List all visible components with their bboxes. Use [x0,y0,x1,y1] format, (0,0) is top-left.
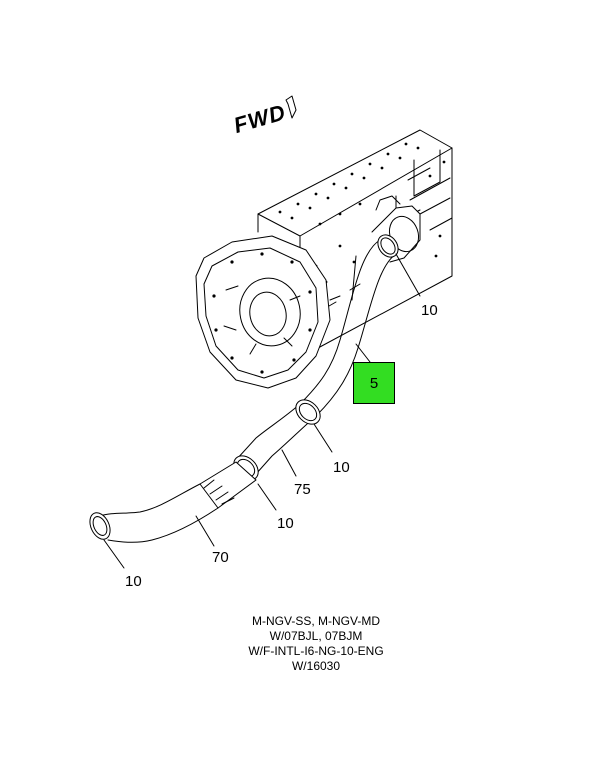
callout-10-top: 10 [421,302,438,319]
caption-line: W/16030 [291,659,341,673]
callout-70: 70 [212,549,229,566]
callout-5: 5 [369,374,379,392]
clamp-10-bottom [89,512,111,540]
callout-10-mid: 10 [333,459,350,476]
applicability-caption: M-NGV-SS, M-NGV-MD W/07BJL, 07BJM W/F-IN… [216,614,416,674]
caption-line: W/07BJL, 07BJM [269,629,363,643]
clamp-10-top [377,234,399,258]
exhaust-pipe-70 [99,461,257,543]
caption-line: W/F-INTL-I6-NG-10-ENG [248,644,384,658]
exhaust-pipe-5 [299,239,397,417]
forward-arrow-icon [285,95,297,119]
leader-lines [103,253,421,569]
callout-5-highlight: 5 [353,362,395,404]
clamp-10-mid [295,399,321,425]
callout-10-bottom: 10 [125,573,142,590]
callout-75: 75 [294,481,311,498]
flywheel-housing [195,235,331,389]
caption-line: M-NGV-SS, M-NGV-MD [252,614,380,628]
callout-10-lower: 10 [277,515,294,532]
